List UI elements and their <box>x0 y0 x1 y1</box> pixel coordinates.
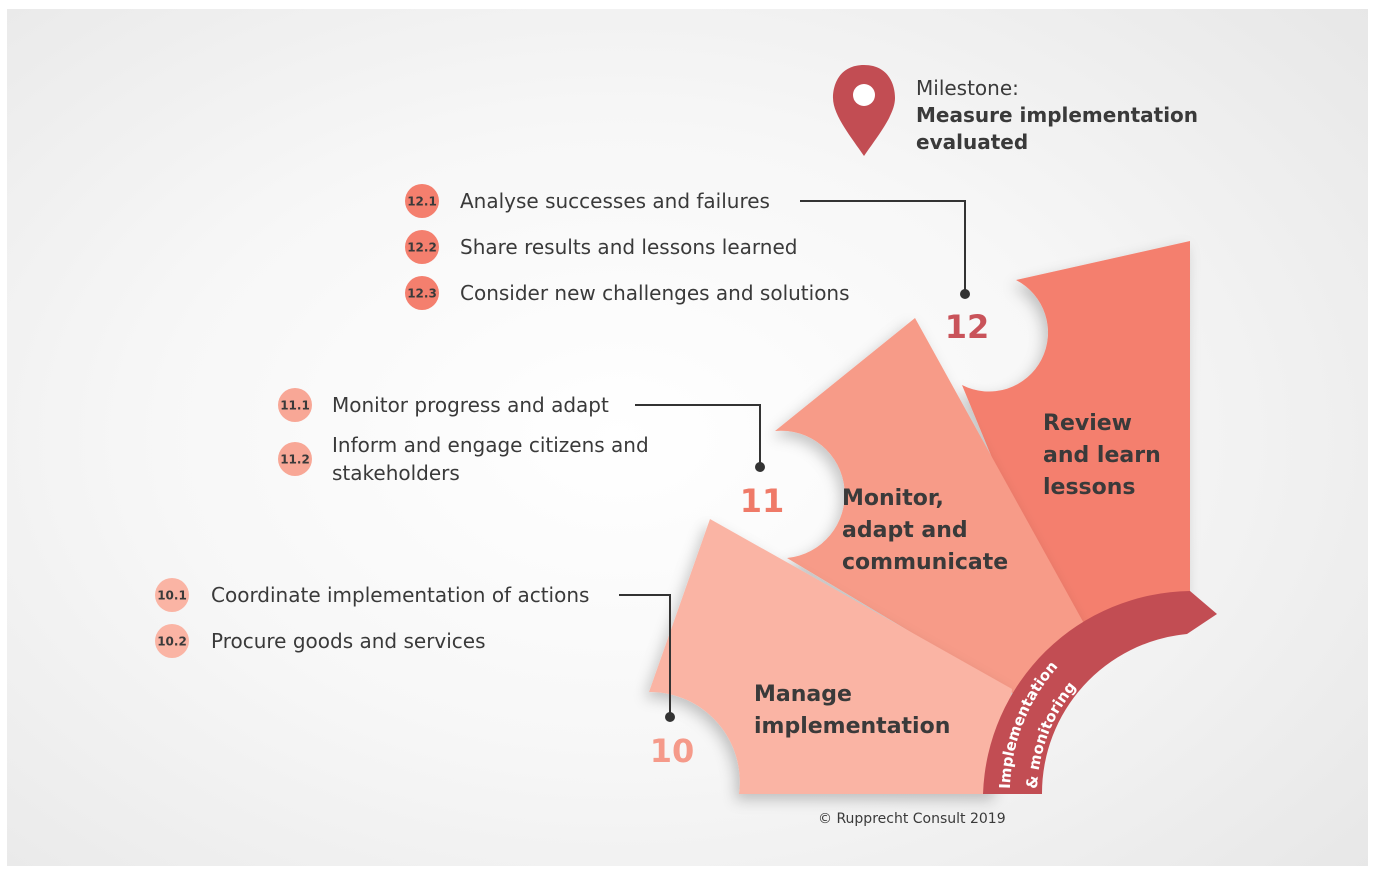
task-badge-id: 12.2 <box>407 241 437 255</box>
segment-label-line: communicate <box>842 550 1008 575</box>
task-badge-id: 12.1 <box>407 195 437 209</box>
milestone-title-line2: evaluated <box>916 130 1028 154</box>
connector-12 <box>800 200 970 299</box>
connector-11 <box>635 404 765 472</box>
step-number-10: 10 <box>650 732 695 770</box>
task-list-11: 11.1 Monitor progress and adapt 11.2 Inform… <box>278 388 649 485</box>
task-text: Analyse successes and failures <box>460 189 770 213</box>
segment-label-line: lessons <box>1043 475 1136 500</box>
task-list-12: 12.1 Analyse successes and failures 12.2 Sh… <box>405 184 850 310</box>
connector-10 <box>619 594 675 722</box>
map-pin-icon <box>833 65 895 156</box>
task-badge-id: 10.1 <box>157 589 187 603</box>
segment-label-line: implementation <box>754 714 950 739</box>
segment-label-11: Monitor, adapt and communicate <box>842 486 1008 575</box>
segment-label-line: Monitor, <box>842 486 944 511</box>
task-badge <box>155 578 189 612</box>
task-text: Coordinate implementation of actions <box>211 583 589 607</box>
milestone-title-line1: Measure implementation <box>916 103 1198 127</box>
task-item-12-1: 12.1 Analyse successes and failures <box>405 184 770 218</box>
segment-label-line: and learn <box>1043 443 1161 468</box>
task-item-10-2: 10.2 Procure goods and services <box>155 624 486 658</box>
task-list-10: 10.1 Coordinate implementation of actions… <box>155 578 589 658</box>
segment-label-line: Review <box>1043 411 1132 436</box>
task-badge <box>155 624 189 658</box>
segment-11-monitor <box>775 318 1097 697</box>
segment-12-review <box>962 241 1190 645</box>
task-badge <box>278 442 312 476</box>
task-badge-id: 11.1 <box>280 399 310 413</box>
segment-label-line: Manage <box>754 682 852 707</box>
step-number-11: 11 <box>740 482 785 520</box>
task-text: Monitor progress and adapt <box>332 393 609 417</box>
task-badge <box>278 388 312 422</box>
segment-label-12: Review and learn lessons <box>1043 411 1161 500</box>
task-item-11-1: 11.1 Monitor progress and adapt <box>278 388 609 422</box>
task-badge-id: 10.2 <box>157 635 187 649</box>
task-item-12-3: 12.3 Consider new challenges and solution… <box>405 276 850 310</box>
task-text: Share results and lessons learned <box>460 235 797 259</box>
task-badge <box>405 276 439 310</box>
task-item-12-2: 12.2 Share results and lessons learned <box>405 230 797 264</box>
task-text: Inform and engage citizens and <box>332 433 649 457</box>
phase-band <box>983 591 1217 794</box>
step-number-12: 12 <box>945 308 990 346</box>
segment-10-manage <box>649 519 1012 794</box>
task-badge-id: 11.2 <box>280 453 310 467</box>
segment-label-10: Manage implementation <box>754 682 950 739</box>
task-text: Consider new challenges and solutions <box>460 281 850 305</box>
task-badge <box>405 184 439 218</box>
task-badge <box>405 230 439 264</box>
milestone-label: Milestone: <box>916 76 1019 100</box>
segment-label-line: adapt and <box>842 518 968 543</box>
task-text: stakeholders <box>332 461 460 485</box>
task-item-11-2: 11.2 Inform and engage citizens and stakeh… <box>278 433 649 485</box>
task-item-10-1: 10.1 Coordinate implementation of actions <box>155 578 589 612</box>
task-text: Procure goods and services <box>211 629 486 653</box>
copyright: © Rupprecht Consult 2019 <box>818 811 1006 827</box>
task-badge-id: 12.3 <box>407 287 437 301</box>
